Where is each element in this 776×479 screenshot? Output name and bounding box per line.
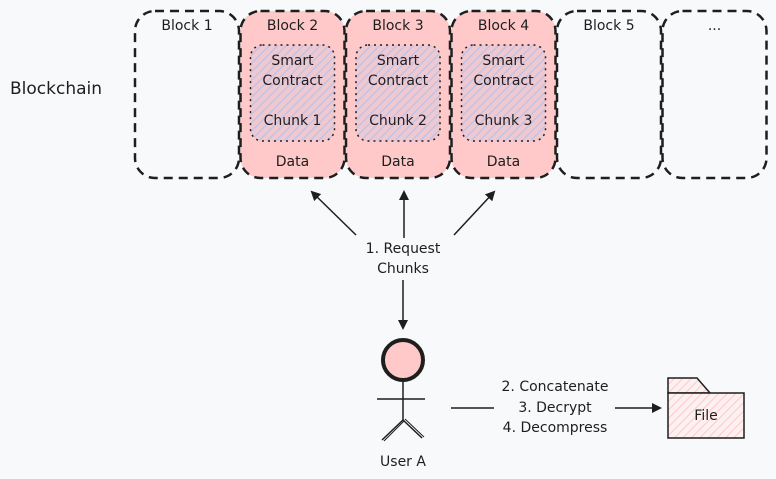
arrow-to-block-2 [310,190,357,236]
file-label: File [694,408,718,424]
block-title: Block 5 [583,18,634,34]
step-decompress: 4. Decompress [502,420,608,436]
chunk-label: Chunk 2 [369,113,427,129]
step-decrypt: 3. Decrypt [518,400,592,416]
block-border [661,9,768,180]
block-title: Block 2 [267,18,318,34]
block-5: Block 5 [555,9,663,180]
chunk-label: Chunk 3 [475,113,533,129]
smart-contract-label-line-1: Smart [482,53,525,69]
data-label: Data [276,154,309,170]
block-title: Block 1 [161,18,212,34]
smart-contract-label-line-1: Smart [271,53,314,69]
smart-contract-label-line-2: Contract [473,73,534,89]
block-title: Block 3 [372,18,423,34]
data-label: Data [381,154,414,170]
smart-contract-box [355,44,441,142]
block-title: Block 4 [478,18,529,34]
block-border [555,9,663,180]
block-1: Block 1 [133,9,241,180]
step-concatenate: 2. Concatenate [501,379,609,395]
user-head [381,338,425,382]
block-6: ... [661,9,768,180]
block-title: ... [708,18,721,34]
blockchain-label: Blockchain [10,79,103,99]
smart-contract-box [460,44,547,142]
request-label-line-1: 1. Request [365,241,441,257]
user-label: User A [380,454,426,470]
smart-contract-label-line-2: Contract [262,73,323,89]
arrow-to-block-4 [453,190,496,236]
data-label: Data [487,154,520,170]
smart-contract-label-line-1: Smart [377,53,420,69]
chunk-label: Chunk 1 [264,113,322,129]
request-label-line-2: Chunks [377,261,429,277]
block-border [133,9,241,180]
smart-contract-label-line-2: Contract [368,73,429,89]
file-folder-icon [667,377,745,439]
smart-contract-box [249,44,336,142]
user-actor-icon [377,338,425,442]
